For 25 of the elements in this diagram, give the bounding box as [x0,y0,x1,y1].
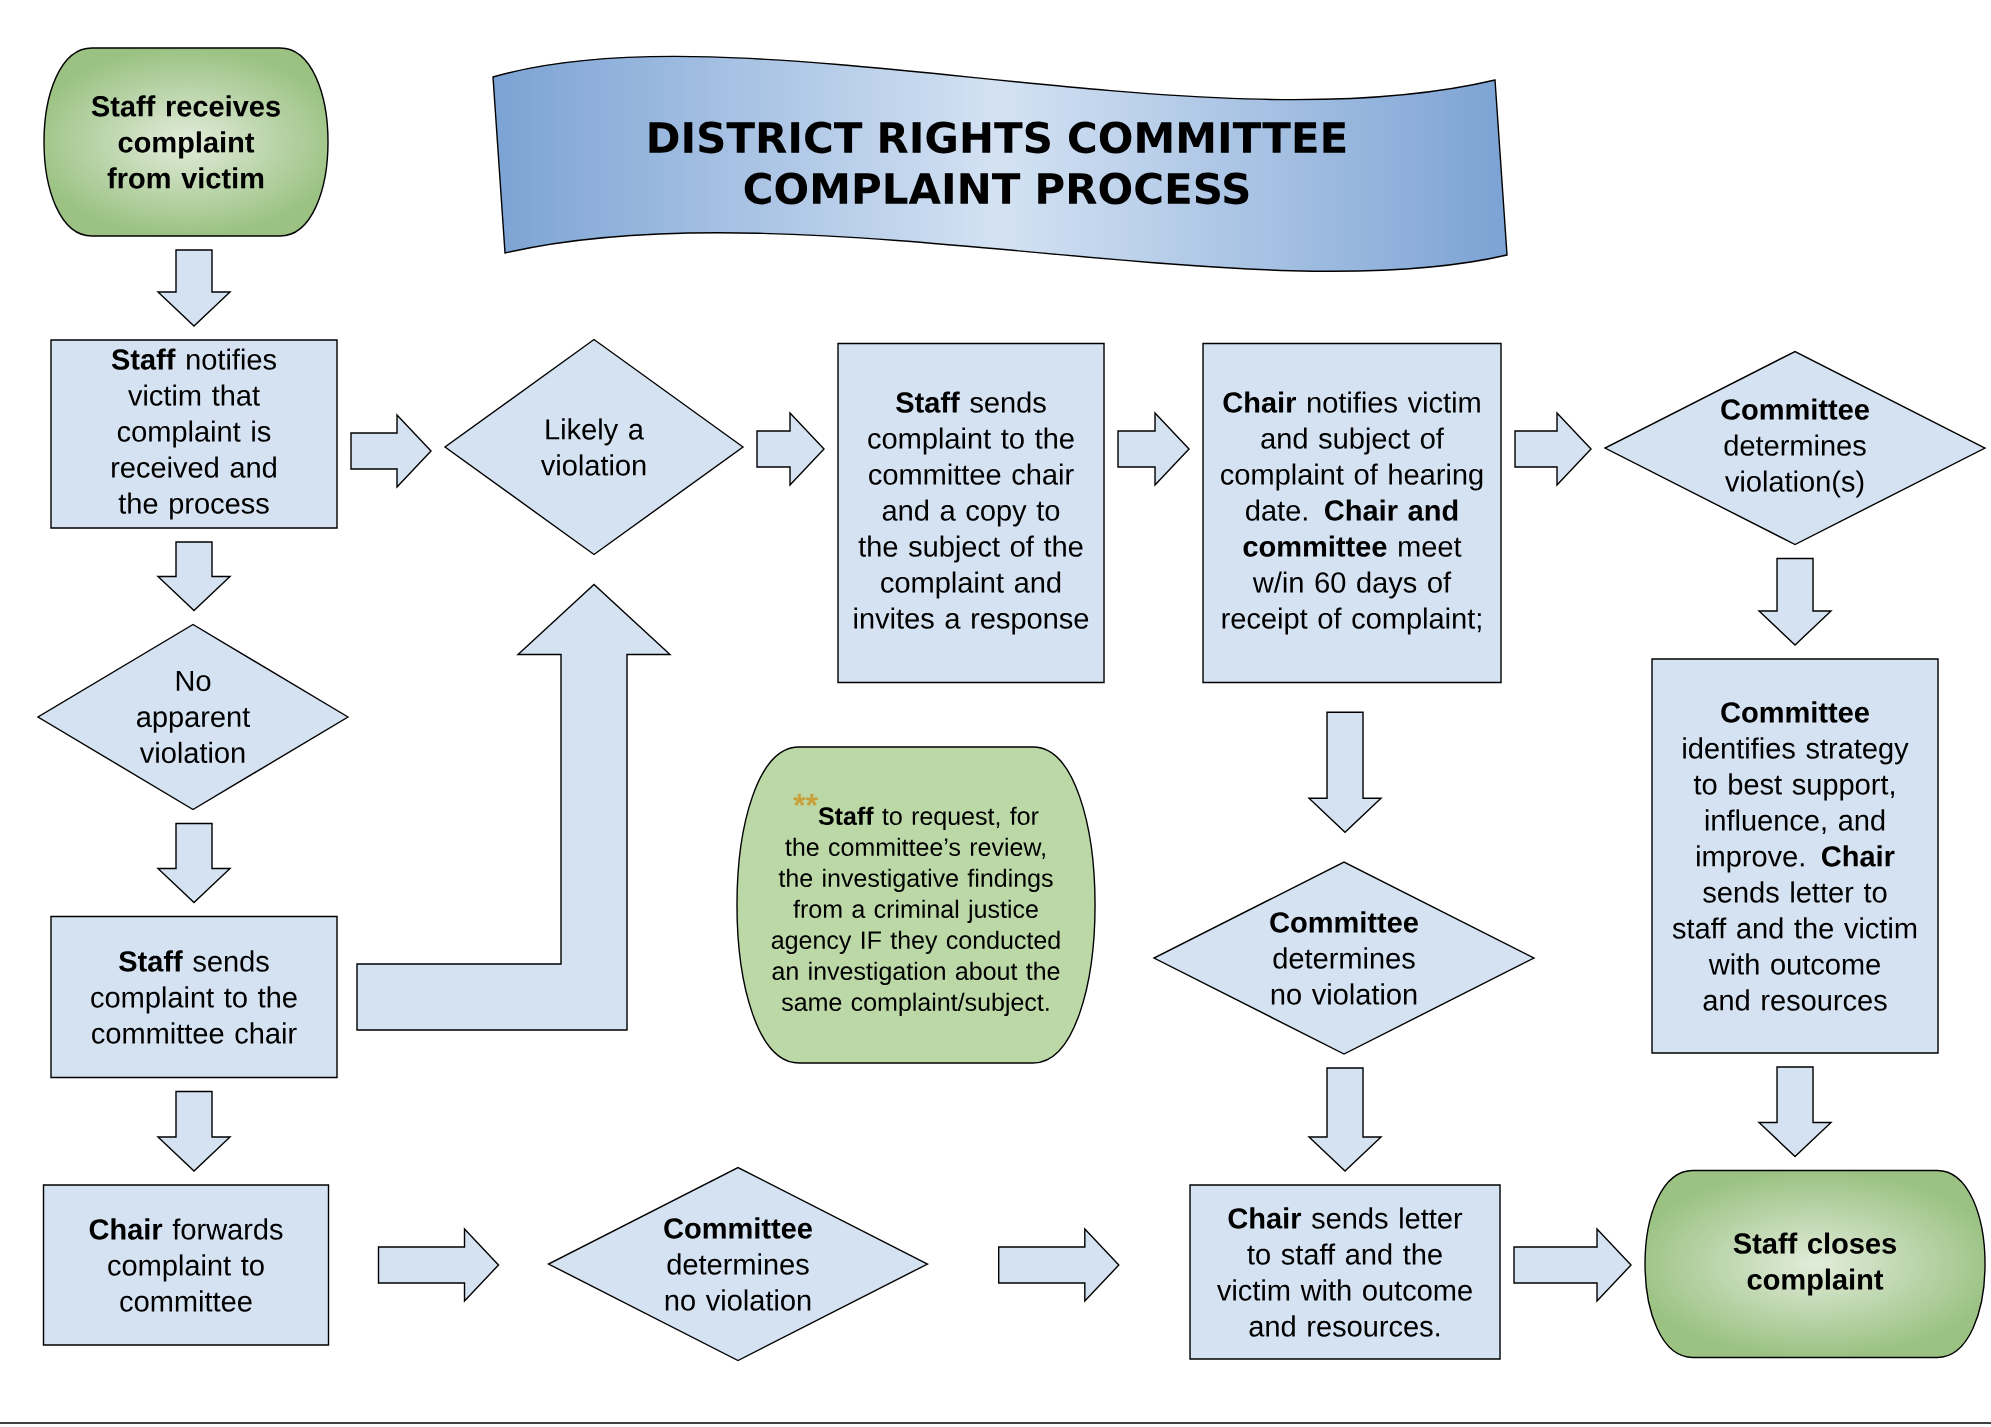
note-box: ** Staff to request, for the committee’s review, the investigative findings from a criminal justice agency IF they conducted an investigation about the same complaint/subject. [736,746,1096,1064]
process-box: Staff sends complaint to the committee chair and a copy to the subject of the complaint and invites a response [837,342,1105,684]
process-box: Committee identifies strategy to best support, influence, and improve. Chair sends letter to staff and the victim with outcome and resources [1651,658,1939,1054]
title-banner: DISTRICT RIGHTS COMMITTEE COMPLAINT PROCESS [492,56,1508,272]
process-box: Staff sends complaint to the committee chair [50,915,338,1079]
process-box: Chair notifies victim and subject of complaint of hearing date. Chair and committee meet w/in 60 days of receipt of complaint; [1202,342,1502,684]
block-arrow [156,541,232,612]
block-arrow [756,411,825,487]
block-arrow [156,1090,232,1172]
block-arrow [156,822,232,904]
block-arrow [350,413,432,489]
process-box: Chair forwards complaint to committee [42,1184,330,1346]
block-arrow [156,249,232,327]
block-arrow [1307,1067,1383,1172]
block-arrow [1757,1066,1833,1158]
block-arrow [377,1227,500,1303]
block-arrow [1757,557,1833,646]
process-box: Chair sends letter to staff and the victim with outcome and resources. [1189,1184,1501,1360]
block-arrow [1514,411,1592,487]
block-arrow [1117,411,1190,487]
process-box: Staff notifies victim that complaint is received and the process [50,339,338,529]
block-arrow [1307,711,1383,834]
block-arrow [1513,1227,1632,1303]
block-arrow [356,583,672,1031]
block-arrow [998,1227,1120,1303]
